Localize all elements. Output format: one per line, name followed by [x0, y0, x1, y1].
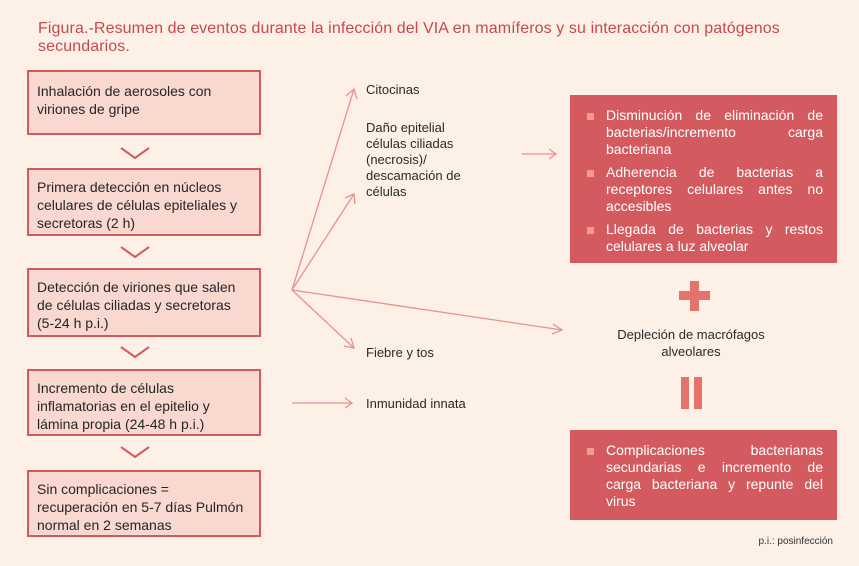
- arrow-to-depletion: [291, 289, 563, 331]
- arrow-to-dano: [291, 193, 355, 291]
- effects-box: Disminución de eliminación de bacterias/…: [570, 95, 837, 263]
- arrow-head: [551, 323, 564, 335]
- step-box-inflammation: Incremento de células inflamatorias en e…: [27, 369, 261, 436]
- label-inmunidad: Inmunidad innata: [366, 396, 466, 411]
- step-text: Primera detección en núcleos celulares d…: [37, 179, 237, 231]
- step-box-virion-release: Detección de viriones que salen de célul…: [27, 268, 261, 337]
- label-depletion: Depleción de macrófagos alveolares: [617, 327, 765, 359]
- chevron-down-icon: [120, 446, 150, 459]
- arrow-head: [343, 337, 355, 349]
- label-fiebre: Fiebre y tos: [366, 345, 434, 360]
- arrow-head: [344, 397, 354, 409]
- chevron-down-icon: [120, 346, 150, 359]
- step-text: Incremento de células inflamatorias en e…: [37, 380, 210, 432]
- label-dano-epitelial: Daño epitelial células ciliadas (necrosi…: [366, 120, 461, 199]
- step-box-recovery: Sin complicaciones = recuperación en 5-7…: [27, 470, 261, 537]
- step-box-inhalation: Inhalación de aerosoles con viriones de …: [27, 70, 261, 135]
- footnote: p.i.: posinfección: [758, 536, 834, 547]
- effect-item: Llegada de bacterias y restos celulares …: [586, 221, 823, 255]
- step-text: Sin complicaciones = recuperación en 5-7…: [37, 481, 244, 533]
- label-citocinas: Citocinas: [366, 82, 420, 97]
- chevron-down-icon: [120, 147, 150, 160]
- arrow-to-citocinas: [291, 88, 355, 291]
- figure-title: Figura.-Resumen de eventos durante la in…: [38, 20, 780, 55]
- arrow-to-fiebre: [291, 289, 355, 349]
- arrow-head: [548, 148, 558, 160]
- chevron-down-icon: [120, 246, 150, 259]
- step-text: Inhalación de aerosoles con viriones de …: [37, 83, 212, 117]
- step-box-first-detection: Primera detección en núcleos celulares d…: [27, 168, 261, 236]
- effect-item: Disminución de eliminación de bacterias/…: [586, 107, 823, 158]
- arrow-head: [344, 193, 356, 205]
- complications-box: Complicaciones bacterianas secundarias e…: [570, 430, 837, 520]
- step-text: Detección de viriones que salen de célul…: [37, 279, 236, 331]
- effect-item: Adherencia de bacterias a receptores cel…: [586, 164, 823, 215]
- equals-icon: [681, 377, 702, 409]
- complication-item: Complicaciones bacterianas secundarias e…: [586, 442, 823, 510]
- plus-icon: [679, 281, 710, 311]
- arrow-head: [345, 87, 358, 100]
